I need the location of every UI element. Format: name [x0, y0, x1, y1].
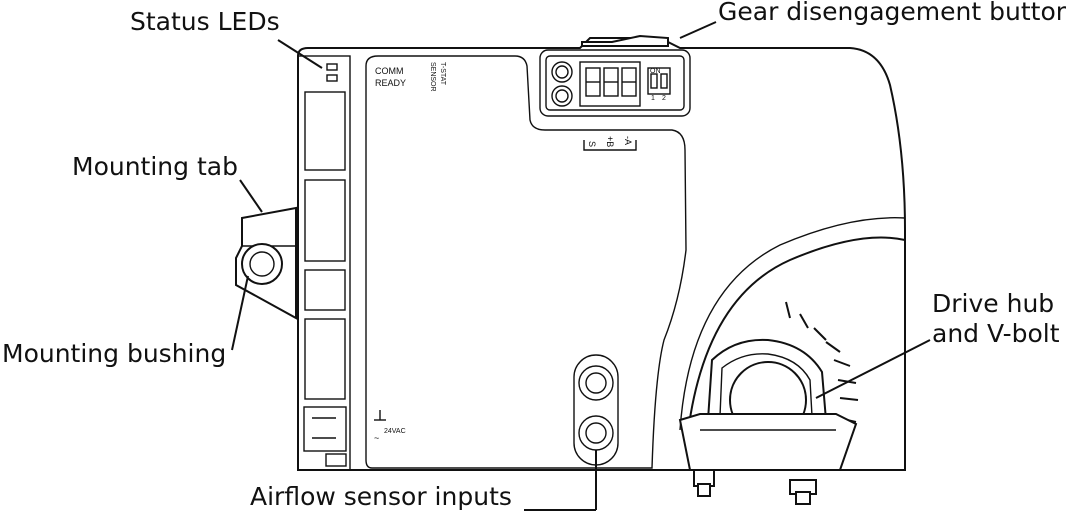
drive-area-contour [679, 217, 906, 451]
ready-label: READY [375, 78, 406, 88]
sensor-terminal-bracket [583, 140, 637, 151]
ac-symbol: ~ [374, 433, 379, 443]
gear-button-callout: Gear disengagement button [718, 0, 1066, 26]
mounting-tab-callout: Mounting tab [72, 152, 238, 181]
status-led-indicators [326, 63, 338, 82]
v-bolt-clamp [678, 413, 858, 505]
gear-button-leader [679, 21, 717, 39]
mounting-bushing [241, 243, 283, 285]
terminal-strip [297, 55, 351, 471]
dip-left-label: 1 [651, 95, 655, 102]
power-label: 24VAC [384, 428, 406, 435]
dip-on-label: ON [650, 68, 661, 75]
status-leds-callout: Status LEDs [130, 7, 280, 36]
status-leds-leader [277, 39, 323, 69]
drive-hub-callout-line1: Drive hub [932, 289, 1054, 318]
ground-symbol [374, 410, 386, 421]
terminal-s-label: S [587, 141, 597, 147]
tstat-label: T-STAT [439, 62, 446, 86]
comm-label: COMM [375, 66, 404, 76]
drive-hub-leader [815, 339, 931, 399]
drive-hub-callout-line2: and V-bolt [932, 319, 1060, 348]
label-panel [365, 55, 687, 469]
airflow-inputs-callout: Airflow sensor inputs [250, 482, 512, 511]
terminal-b-label: +B [605, 136, 615, 147]
mounting-bushing-callout: Mounting bushing [2, 339, 226, 368]
sensor-label: SENSOR [429, 62, 436, 92]
mounting-tab-leader [239, 179, 263, 213]
gear-disengagement-button [581, 34, 669, 47]
dip-right-label: 2 [662, 95, 666, 102]
display-module [539, 49, 691, 117]
mounting-bushing-leader [231, 275, 249, 351]
terminal-a-label: -A [623, 136, 633, 145]
